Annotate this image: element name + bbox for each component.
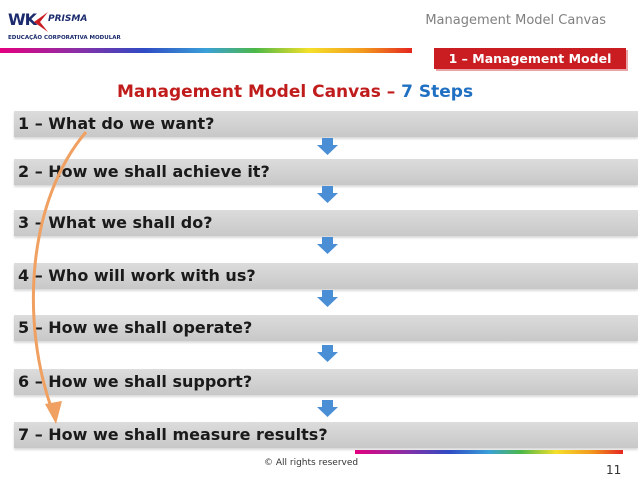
step-5: 5 – How we shall operate? [14, 315, 638, 341]
heading-steps: 7 Steps [401, 82, 474, 102]
down-arrow-icon [317, 290, 338, 307]
company-logo: WK PRISMA EDUCAÇÃO CORPORATIVA MODULAR [6, 8, 121, 44]
down-arrow-icon [317, 400, 338, 417]
step-1: 1 – What do we want? [14, 111, 638, 137]
section-badge: 1 – Management Model [434, 48, 626, 69]
slide-heading: Management Model Canvas – 7 Steps [0, 82, 638, 102]
page-number: 11 [606, 463, 622, 477]
step-2: 2 – How we shall achieve it? [14, 159, 638, 185]
logo-wk-text: WK [8, 10, 37, 29]
down-arrow-icon [317, 345, 338, 362]
logo-swoosh-icon [34, 12, 48, 32]
step-7: 7 – How we shall measure results? [14, 422, 638, 448]
down-arrow-icon [317, 186, 338, 203]
header-rainbow-bar [0, 48, 412, 53]
down-arrow-icon [317, 237, 338, 254]
logo-tagline: EDUCAÇÃO CORPORATIVA MODULAR [8, 35, 121, 41]
step-3: 3 – What we shall do? [14, 210, 638, 236]
logo-prisma-text: PRISMA [48, 14, 88, 24]
footer-rainbow-bar [355, 450, 623, 454]
heading-main: Management Model Canvas – [117, 82, 402, 102]
copyright-text: © All rights reserved [264, 458, 359, 468]
presentation-title: Management Model Canvas [425, 13, 606, 28]
down-arrow-icon [317, 138, 338, 155]
step-6: 6 – How we shall support? [14, 369, 638, 395]
step-4: 4 – Who will work with us? [14, 263, 638, 289]
